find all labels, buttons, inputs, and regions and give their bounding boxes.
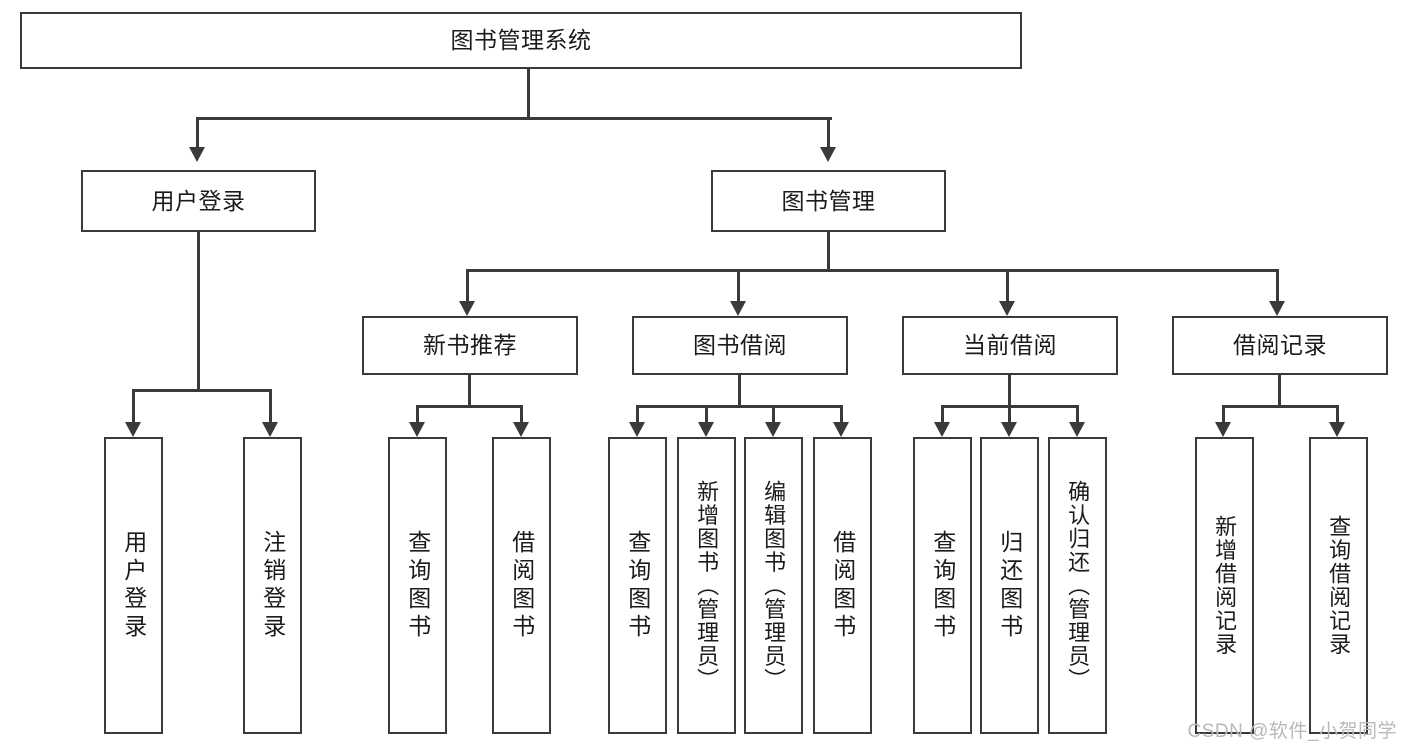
node-leaf-query-record-label: 查询借阅记录	[1326, 515, 1352, 656]
connector-user-login-drop-1	[132, 389, 135, 422]
connector-bm-drop-1	[466, 269, 469, 301]
node-leaf-add-book[interactable]: 新增图书（管理员）	[677, 437, 736, 734]
arrowhead-leaf-user-login	[125, 422, 141, 437]
node-borrow-record[interactable]: 借阅记录	[1172, 316, 1388, 375]
connector-cb-stem	[1008, 375, 1011, 405]
node-leaf-borrow-book-1[interactable]: 借阅图书	[492, 437, 551, 734]
node-book-manage[interactable]: 图书管理	[711, 170, 946, 232]
connector-cb-drop-1	[941, 405, 944, 422]
node-book-borrow-label: 图书借阅	[693, 332, 787, 359]
arrowhead-book-borrow	[730, 301, 746, 316]
arrowhead-leaf-add-book	[698, 422, 714, 437]
connector-nbr-drop-2	[520, 405, 523, 422]
connector-br-drop-2	[1336, 405, 1339, 422]
node-leaf-query-book-2[interactable]: 查询图书	[608, 437, 667, 734]
arrowhead-borrow-record	[1269, 301, 1285, 316]
node-leaf-user-login[interactable]: 用户登录	[104, 437, 163, 734]
node-root-label: 图书管理系统	[450, 27, 592, 54]
node-leaf-add-record-label: 新增借阅记录	[1212, 515, 1238, 656]
node-leaf-query-book-1[interactable]: 查询图书	[388, 437, 447, 734]
node-user-login[interactable]: 用户登录	[81, 170, 316, 232]
connector-root-to-user-login	[196, 117, 199, 147]
arrowhead-book-manage	[820, 147, 836, 162]
connector-bm-drop-2	[737, 269, 740, 301]
arrowhead-leaf-borrow-book-2	[833, 422, 849, 437]
node-leaf-query-book-3-label: 查询图书	[929, 529, 956, 642]
connector-bb-drop-1	[636, 405, 639, 422]
arrowhead-leaf-query-book-2	[629, 422, 645, 437]
node-root[interactable]: 图书管理系统	[20, 12, 1022, 69]
connector-book-manage-bus	[466, 269, 1279, 272]
arrowhead-user-login	[189, 147, 205, 162]
connector-root-to-book-manage	[827, 117, 830, 147]
arrowhead-leaf-borrow-book-1	[513, 422, 529, 437]
connector-bm-drop-4	[1276, 269, 1279, 301]
connector-br-stem	[1278, 375, 1281, 405]
watermark-text: CSDN @软件_小贺同学	[1187, 721, 1397, 742]
arrowhead-leaf-query-book-1	[409, 422, 425, 437]
node-leaf-add-book-label: 新增图书（管理员）	[694, 479, 720, 692]
connector-cb-drop-2	[1008, 405, 1011, 422]
node-leaf-return-book[interactable]: 归还图书	[980, 437, 1039, 734]
node-leaf-borrow-book-2-label: 借阅图书	[829, 529, 856, 642]
connector-nbr-stem	[468, 375, 471, 405]
node-new-book-recommend[interactable]: 新书推荐	[362, 316, 578, 375]
connector-bb-drop-2	[705, 405, 708, 422]
node-leaf-edit-book[interactable]: 编辑图书（管理员）	[744, 437, 803, 734]
node-user-login-label: 用户登录	[151, 187, 246, 214]
node-leaf-query-book-2-label: 查询图书	[624, 529, 651, 642]
connector-root-bus	[196, 117, 832, 120]
arrowhead-leaf-add-record	[1215, 422, 1231, 437]
node-leaf-user-logout[interactable]: 注销登录	[243, 437, 302, 734]
connector-bb-bus	[636, 405, 843, 408]
arrowhead-leaf-query-record	[1329, 422, 1345, 437]
connector-bb-drop-3	[772, 405, 775, 422]
arrowhead-leaf-return-book	[1001, 422, 1017, 437]
node-leaf-add-record[interactable]: 新增借阅记录	[1195, 437, 1254, 734]
connector-br-drop-1	[1222, 405, 1225, 422]
node-leaf-query-record[interactable]: 查询借阅记录	[1309, 437, 1368, 734]
connector-user-login-stem	[197, 232, 200, 389]
node-book-manage-label: 图书管理	[781, 187, 876, 214]
connector-cb-drop-3	[1076, 405, 1079, 422]
connector-nbr-bus	[416, 405, 523, 408]
arrowhead-leaf-user-logout	[262, 422, 278, 437]
node-current-borrow[interactable]: 当前借阅	[902, 316, 1118, 375]
connector-nbr-drop-1	[416, 405, 419, 422]
node-new-book-recommend-label: 新书推荐	[423, 332, 517, 359]
arrowhead-leaf-query-book-3	[934, 422, 950, 437]
node-borrow-record-label: 借阅记录	[1233, 332, 1327, 359]
node-leaf-user-logout-label: 注销登录	[259, 529, 286, 642]
arrowhead-new-book-recommend	[459, 301, 475, 316]
node-leaf-user-login-label: 用户登录	[120, 529, 147, 642]
connector-root-stem	[527, 69, 530, 117]
node-leaf-confirm-return-label: 确认归还（管理员）	[1065, 479, 1091, 692]
node-leaf-query-book-1-label: 查询图书	[404, 529, 431, 642]
arrowhead-leaf-edit-book	[765, 422, 781, 437]
node-leaf-confirm-return[interactable]: 确认归还（管理员）	[1048, 437, 1107, 734]
connector-bb-drop-4	[840, 405, 843, 422]
connector-br-bus	[1222, 405, 1339, 408]
node-leaf-query-book-3[interactable]: 查询图书	[913, 437, 972, 734]
connector-bm-drop-3	[1006, 269, 1009, 301]
node-leaf-borrow-book-2[interactable]: 借阅图书	[813, 437, 872, 734]
node-current-borrow-label: 当前借阅	[963, 332, 1057, 359]
node-book-borrow[interactable]: 图书借阅	[632, 316, 848, 375]
arrowhead-current-borrow	[999, 301, 1015, 316]
node-leaf-edit-book-label: 编辑图书（管理员）	[761, 479, 787, 692]
connector-book-manage-stem	[827, 232, 830, 269]
connector-user-login-bus	[132, 389, 272, 392]
node-leaf-borrow-book-1-label: 借阅图书	[508, 529, 535, 642]
connector-bb-stem	[738, 375, 741, 405]
node-leaf-return-book-label: 归还图书	[996, 529, 1023, 642]
arrowhead-leaf-confirm-return	[1069, 422, 1085, 437]
connector-user-login-drop-2	[269, 389, 272, 422]
